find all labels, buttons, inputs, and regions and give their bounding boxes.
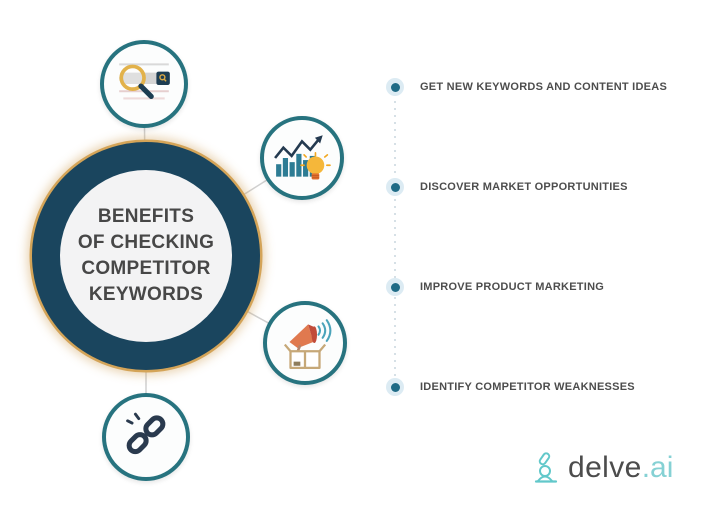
title-line: KEYWORDS: [88, 284, 204, 305]
logo-brand-text: delve: [568, 451, 642, 484]
satellite-circle-search: [100, 40, 188, 128]
satellite-circle-link: [102, 393, 190, 481]
title-line: BENEFITS: [97, 206, 195, 227]
search-bar-icon: [119, 63, 170, 100]
bullet-icon: [386, 378, 404, 396]
benefit-item-product-marketing: IMPROVE PRODUCT MARKETING: [386, 278, 604, 296]
growth-chart-idea-icon: [274, 135, 331, 180]
benefit-item-market-opportunities: DISCOVER MARKET OPPORTUNITIES: [386, 178, 628, 196]
title-line: COMPETITOR: [81, 258, 211, 279]
benefit-item-new-keywords: GET NEW KEYWORDS AND CONTENT IDEAS: [386, 78, 667, 96]
title-line: OF CHECKING: [77, 232, 215, 253]
benefit-label: DISCOVER MARKET OPPORTUNITIES: [420, 181, 628, 193]
central-title-inner: BENEFITS OF CHECKING COMPETITOR KEYWORDS: [60, 170, 232, 342]
delve-ai-logo: delve.ai: [533, 451, 673, 485]
benefit-label: GET NEW KEYWORDS AND CONTENT IDEAS: [420, 81, 668, 93]
microscope-icon: [534, 452, 558, 483]
benefit-label: IDENTIFY COMPETITOR WEAKNESSES: [420, 381, 635, 393]
benefit-label: IMPROVE PRODUCT MARKETING: [420, 281, 605, 293]
satellite-circle-chart: [260, 116, 344, 200]
bullet-icon: [386, 178, 404, 196]
megaphone-product-box-icon: [283, 319, 332, 369]
broken-link-icon: [126, 412, 166, 455]
bullet-icon: [386, 278, 404, 296]
satellite-circle-megaphone: [263, 301, 347, 385]
bullet-icon: [386, 78, 404, 96]
logo-tld-text: .ai: [641, 451, 674, 484]
benefit-item-competitor-weaknesses: IDENTIFY COMPETITOR WEAKNESSES: [386, 378, 635, 396]
central-title-circle: BENEFITS OF CHECKING COMPETITOR KEYWORDS: [32, 142, 260, 370]
